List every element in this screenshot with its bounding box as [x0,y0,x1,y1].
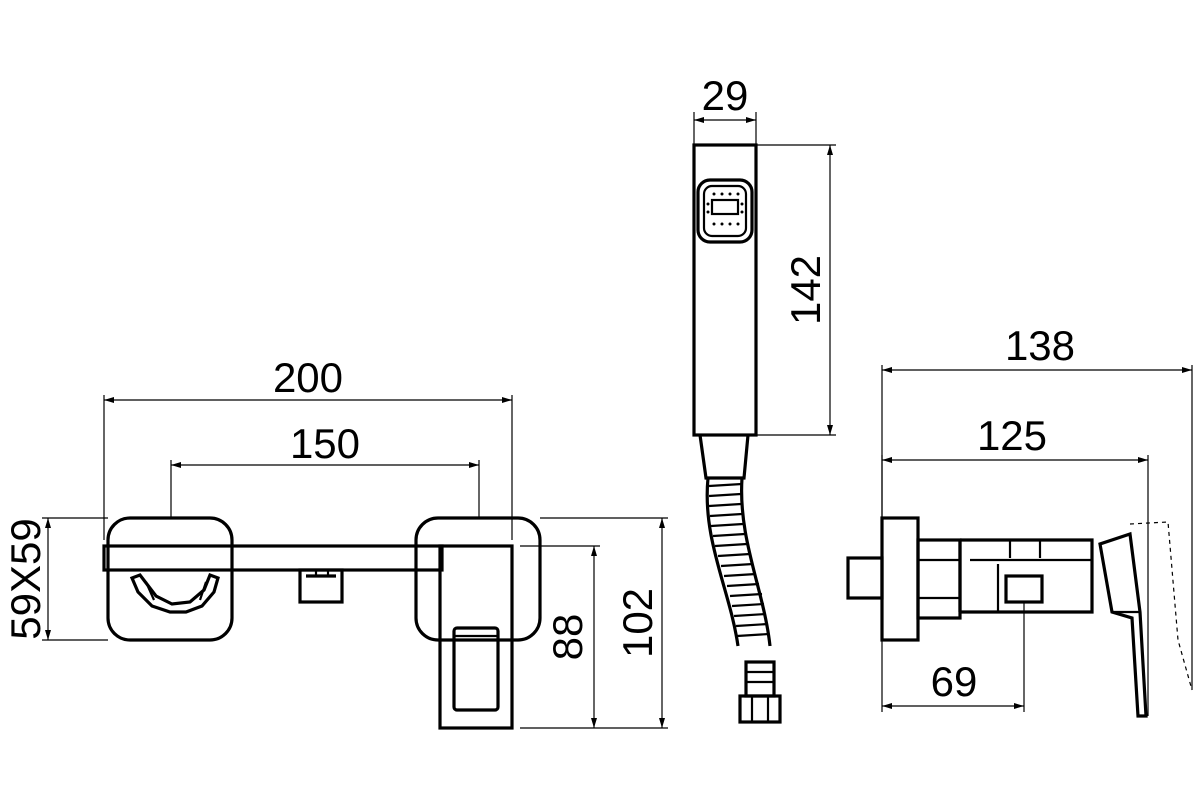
hose-ribs [708,482,770,638]
spray-face [696,178,754,244]
hose [705,477,740,647]
dim-59x59-label: 59X59 [2,518,49,639]
dim-69-label: 69 [931,658,978,705]
right-flange [414,516,542,642]
hose-nut [738,694,782,724]
side-view: 138 125 69 [846,322,1193,718]
wall-plate [880,516,920,642]
hand-shower-neck [698,434,750,480]
dim-142-label: 142 [782,255,829,325]
left-flange [106,516,234,642]
hand-shower-view: 29 142 [692,72,836,724]
dim-200-label: 200 [273,354,343,401]
dim-88-label: 88 [544,614,591,661]
front-view: 200 150 59X59 88 102 [2,354,668,730]
side-lever [1098,531,1148,718]
outlet-connector [298,568,344,604]
lever-travel-arc [1129,521,1193,691]
dim-125-label: 125 [977,412,1047,459]
hose-holder [129,572,220,614]
wall-stub [846,556,884,600]
spray-nozzles [706,192,744,226]
connecting-bar [102,544,444,572]
hand-shower-body [692,143,758,437]
valve-lever [452,626,500,712]
side-valve-body [960,538,1094,614]
mounting-nut [916,538,962,620]
dim-102-label: 102 [614,588,661,658]
side-outlet [1004,574,1044,604]
dim-29-label: 29 [702,72,749,119]
valve-body [438,544,514,730]
dim-150-label: 150 [290,420,360,467]
hose-fitting [744,660,776,698]
dim-138-label: 138 [1005,322,1075,369]
